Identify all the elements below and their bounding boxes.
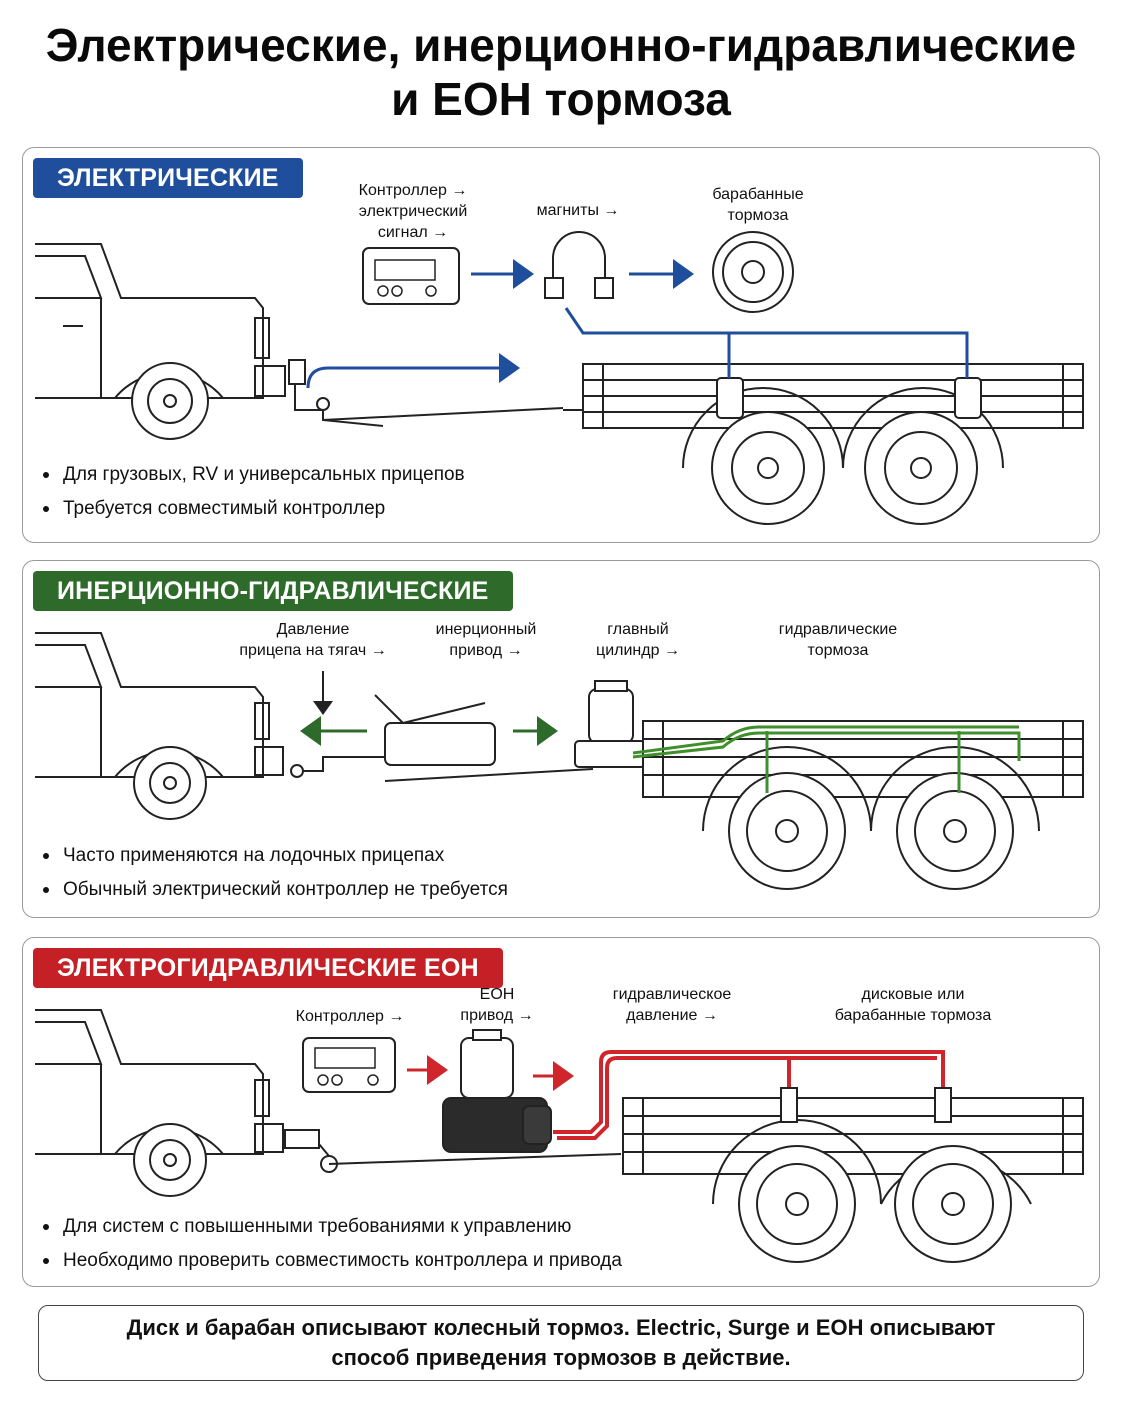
eoh-diagram [35,1009,1084,1263]
magnets-label: магниты → [536,202,620,219]
eoh-bullet: Необходимо проверить совместимость контр… [41,1244,622,1278]
tow-truck-illustration [35,243,286,440]
controller-device [362,247,460,305]
eoh-hydraulic-lines [553,1050,945,1140]
surge-badge: ИНЕРЦИОННО-ГИДРАВЛИЧЕСКИЕ [33,571,513,611]
eoh-brakes-panel: ЭЛЕКТРОГИДРАВЛИЧЕСКИЕ EOH Контроллер → E… [22,937,1100,1287]
electric-bullets: Для грузовых, RV и универсальных прицепо… [41,458,465,526]
eoh-bullet: Для систем с повышенными требованиями к … [41,1210,622,1244]
trailer-illustration [642,720,1084,890]
title-line-1: Электрические, инерционно-гидравлические [45,19,1077,71]
note-line-1: Диск и барабан описывают колесный тормоз… [126,1315,996,1340]
eoh-bullets: Для систем с повышенными требованиями к … [41,1210,622,1278]
hydraulic-lines [632,725,1021,793]
title-line-2: и EOH тормоза [391,73,731,125]
hitch-illustration [288,359,564,427]
surge-actuator-illustration [290,694,594,782]
page-title: Электрические, инерционно-гидравлические… [0,18,1122,126]
note-line-2: способ приведения тормозов в действие. [331,1345,791,1370]
surge-bullet: Часто применяются на лодочных прицепах [41,839,508,873]
controller-label: Контроллер → электрический сигнал → [358,182,468,241]
surge-brakes-panel: ИНЕРЦИОННО-ГИДРАВЛИЧЕСКИЕ Давление прице… [22,560,1100,918]
electric-wiring [306,259,969,389]
summary-note: Диск и барабан описывают колесный тормоз… [38,1305,1084,1381]
magnet-illustration [544,231,614,299]
surge-diagram [35,632,1084,890]
drum-brake-illustration [712,231,794,313]
electric-diagram [35,231,1084,525]
trailer-illustration [622,1097,1084,1263]
hydraulic-brakes-label: гидравлические тормоза [778,621,898,659]
tow-truck-illustration [35,1009,284,1197]
drum-brakes-label: барабанные тормоза [712,186,804,224]
electric-bullet: Для грузовых, RV и универсальных прицепо… [41,458,465,492]
eoh-badge: ЭЛЕКТРОГИДРАВЛИЧЕСКИЕ EOH [33,948,503,988]
disc-or-drum-label: дисковые или барабанные тормоза [834,986,992,1024]
surge-actuator-label: инерционный привод → [435,621,537,659]
pressure-label: Давление прицепа на тягач → [239,621,387,659]
hitch-illustration [284,1129,622,1173]
electric-bullet: Требуется совместимый контроллер [41,492,465,526]
surge-bullets: Часто применяются на лодочных прицепах О… [41,839,508,907]
eoh-controller-device [302,1037,396,1093]
trailer-illustration [563,363,1084,525]
master-cylinder-label: главный цилиндр → [596,621,680,659]
electric-badge: ЭЛЕКТРИЧЕСКИЕ [33,158,303,198]
eoh-actuator-label: EOH привод → [460,986,534,1024]
electric-brakes-panel: ЭЛЕКТРИЧЕСКИЕ Контроллер → электрический… [22,147,1100,543]
eoh-brake-fittings [780,1087,952,1123]
hydraulic-pressure-label: гидравлическое давление → [612,986,732,1024]
surge-bullet: Обычный электрический контроллер не треб… [41,873,508,907]
surge-arrows [300,671,558,746]
tow-truck-illustration [35,632,284,820]
eoh-arrows [407,1055,574,1091]
eoh-controller-label: Контроллер → [295,1008,405,1025]
eoh-actuator-illustration [442,1029,552,1153]
